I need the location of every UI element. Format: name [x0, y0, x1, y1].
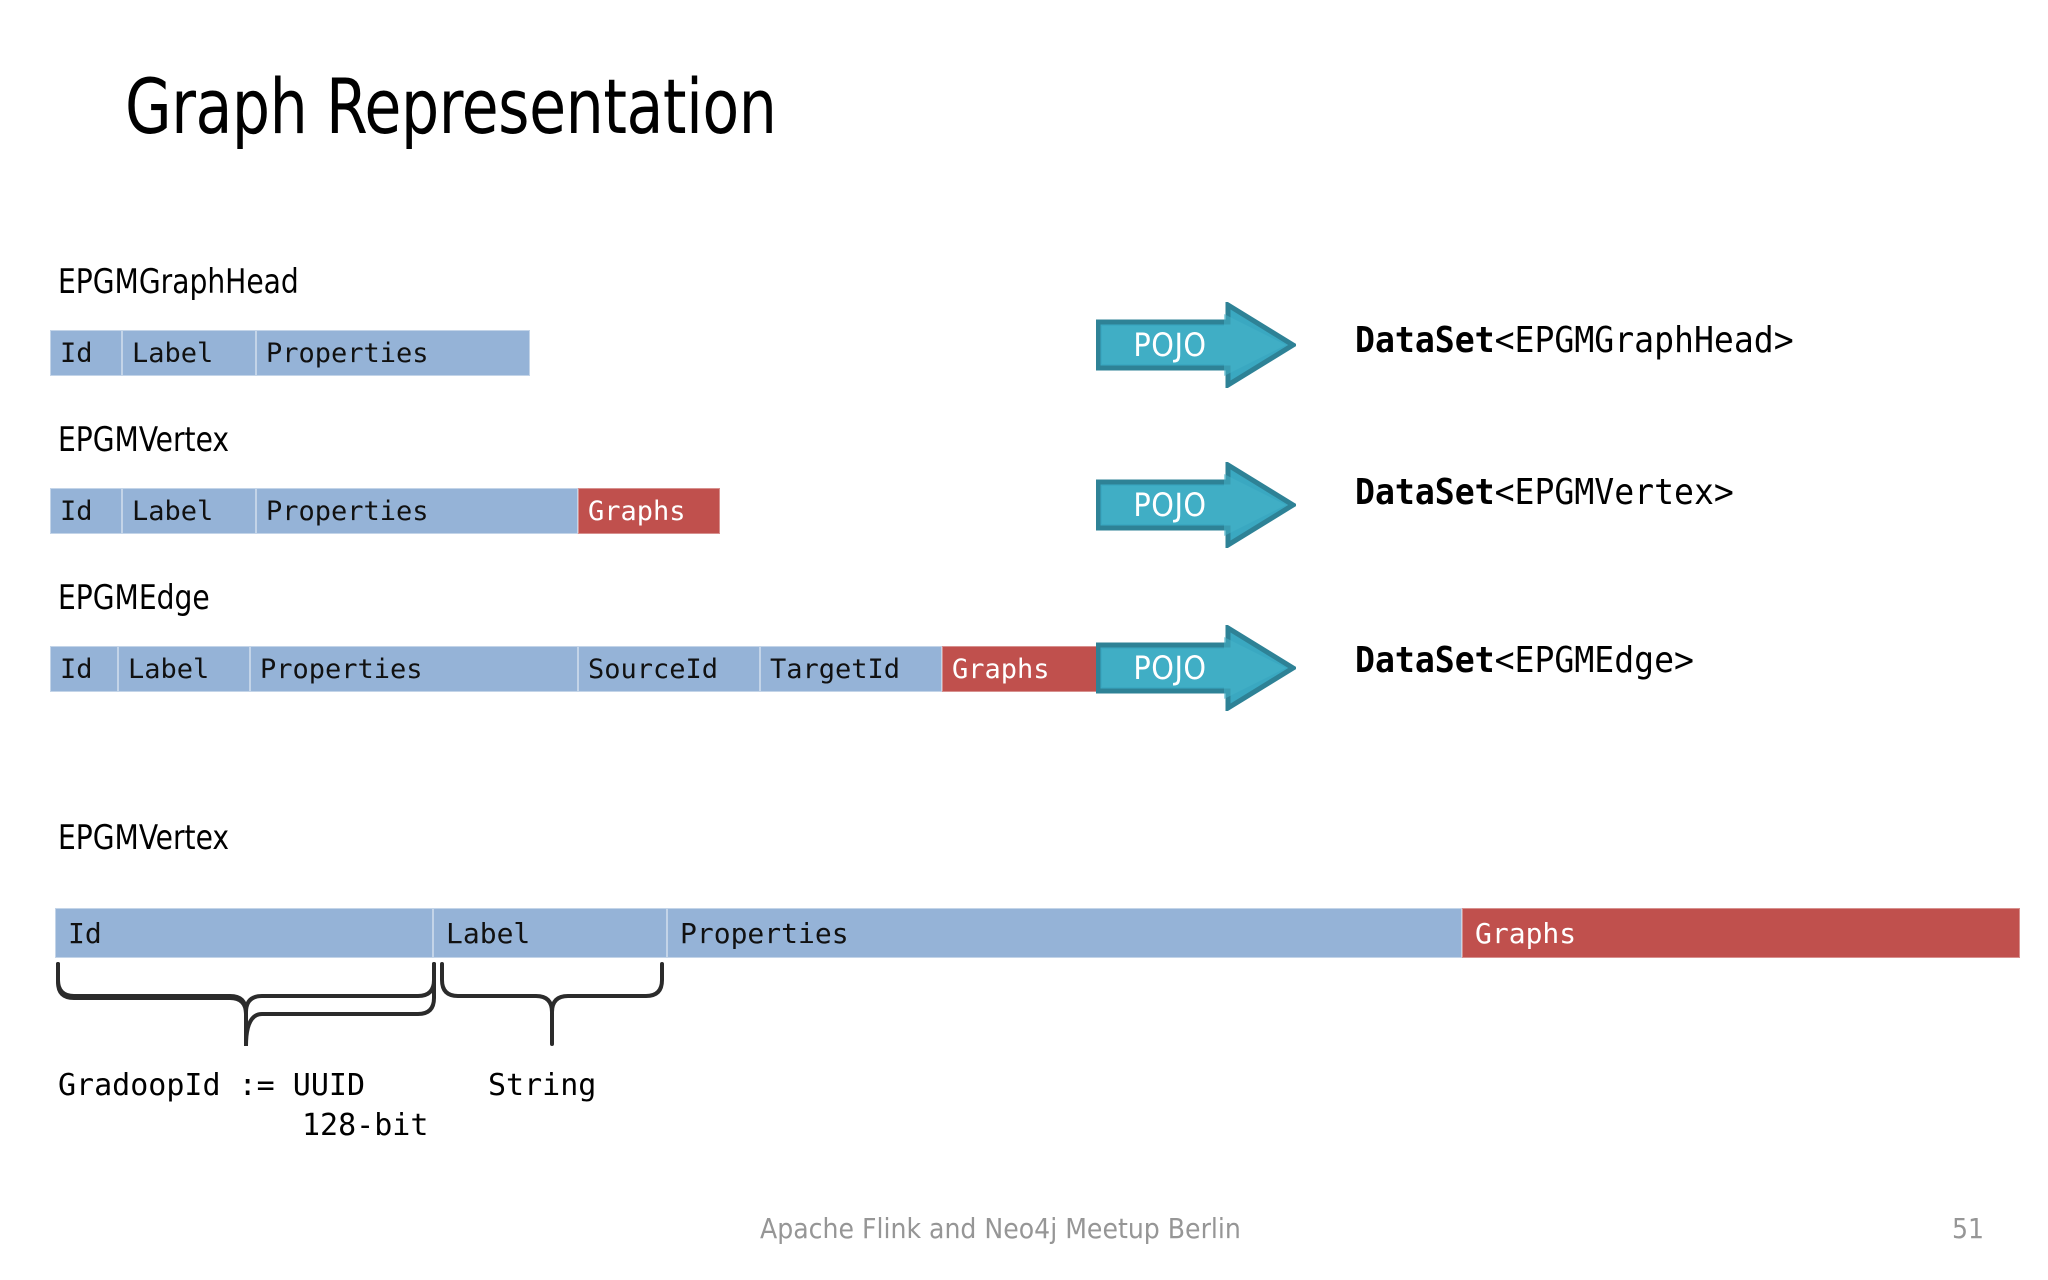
dataset-label-vertex: DataSet<EPGMVertex>: [1355, 472, 1734, 513]
dataset-generic: <EPGMGraphHead>: [1494, 320, 1794, 361]
annotation-id-size: 128-bit: [302, 1108, 429, 1143]
arrow-right-icon: [1096, 625, 1296, 711]
dataset-generic: <EPGMEdge>: [1494, 640, 1694, 681]
annotation-id-type: GradoopId := UUID: [58, 1068, 366, 1103]
field-cell-properties: Properties: [256, 488, 578, 534]
field-cell-label: Label: [122, 330, 256, 376]
annotation-label-type: String: [488, 1068, 597, 1103]
arrow-right-icon: [1096, 462, 1296, 548]
pojo-arrow-graphhead: POJO: [1096, 302, 1296, 388]
entity-caption-vertex: EPGMVertex: [58, 420, 229, 460]
detail-cell-id: Id: [55, 908, 433, 958]
field-row-edge: Id Label Properties SourceId TargetId Gr…: [50, 646, 1100, 692]
dataset-type: DataSet: [1355, 472, 1495, 513]
brace-id: [52, 960, 442, 1050]
field-cell-targetid: TargetId: [760, 646, 942, 692]
pojo-arrow-edge: POJO: [1096, 625, 1296, 711]
field-cell-id: Id: [50, 646, 118, 692]
field-cell-properties: Properties: [256, 330, 530, 376]
field-cell-id: Id: [50, 488, 122, 534]
page-number: 51: [1951, 1212, 1984, 1245]
brace-label: [437, 960, 667, 1050]
dataset-type: DataSet: [1355, 320, 1495, 361]
entity-caption-graphhead: EPGMGraphHead: [58, 262, 299, 302]
dataset-label-edge: DataSet<EPGMEdge>: [1355, 640, 1694, 681]
field-cell-id: Id: [50, 330, 122, 376]
curly-brace-icon: [56, 962, 436, 1047]
field-cell-sourceid: SourceId: [578, 646, 760, 692]
page-title: Graph Representation: [125, 62, 777, 151]
dataset-type: DataSet: [1355, 640, 1495, 681]
field-cell-label: Label: [118, 646, 250, 692]
curly-brace-icon: [440, 962, 664, 1046]
entity-caption-vertex-detail: EPGMVertex: [58, 818, 229, 858]
field-cell-graphs: Graphs: [942, 646, 1100, 692]
arrow-right-icon: [1096, 302, 1296, 388]
field-row-vertex-detail: Id Label Properties Graphs: [55, 908, 2020, 958]
entity-caption-edge: EPGMEdge: [58, 578, 210, 618]
field-row-graphhead: Id Label Properties: [50, 330, 530, 376]
pojo-arrow-vertex: POJO: [1096, 462, 1296, 548]
field-cell-properties: Properties: [250, 646, 578, 692]
field-row-vertex: Id Label Properties Graphs: [50, 488, 720, 534]
detail-cell-graphs: Graphs: [1462, 908, 2020, 958]
dataset-generic: <EPGMVertex>: [1494, 472, 1734, 513]
detail-cell-label: Label: [433, 908, 667, 958]
detail-cell-properties: Properties: [667, 908, 1462, 958]
field-cell-label: Label: [122, 488, 256, 534]
dataset-label-graphhead: DataSet<EPGMGraphHead>: [1355, 320, 1794, 361]
footer-text: Apache Flink and Neo4j Meetup Berlin: [760, 1212, 1241, 1245]
field-cell-graphs: Graphs: [578, 488, 720, 534]
